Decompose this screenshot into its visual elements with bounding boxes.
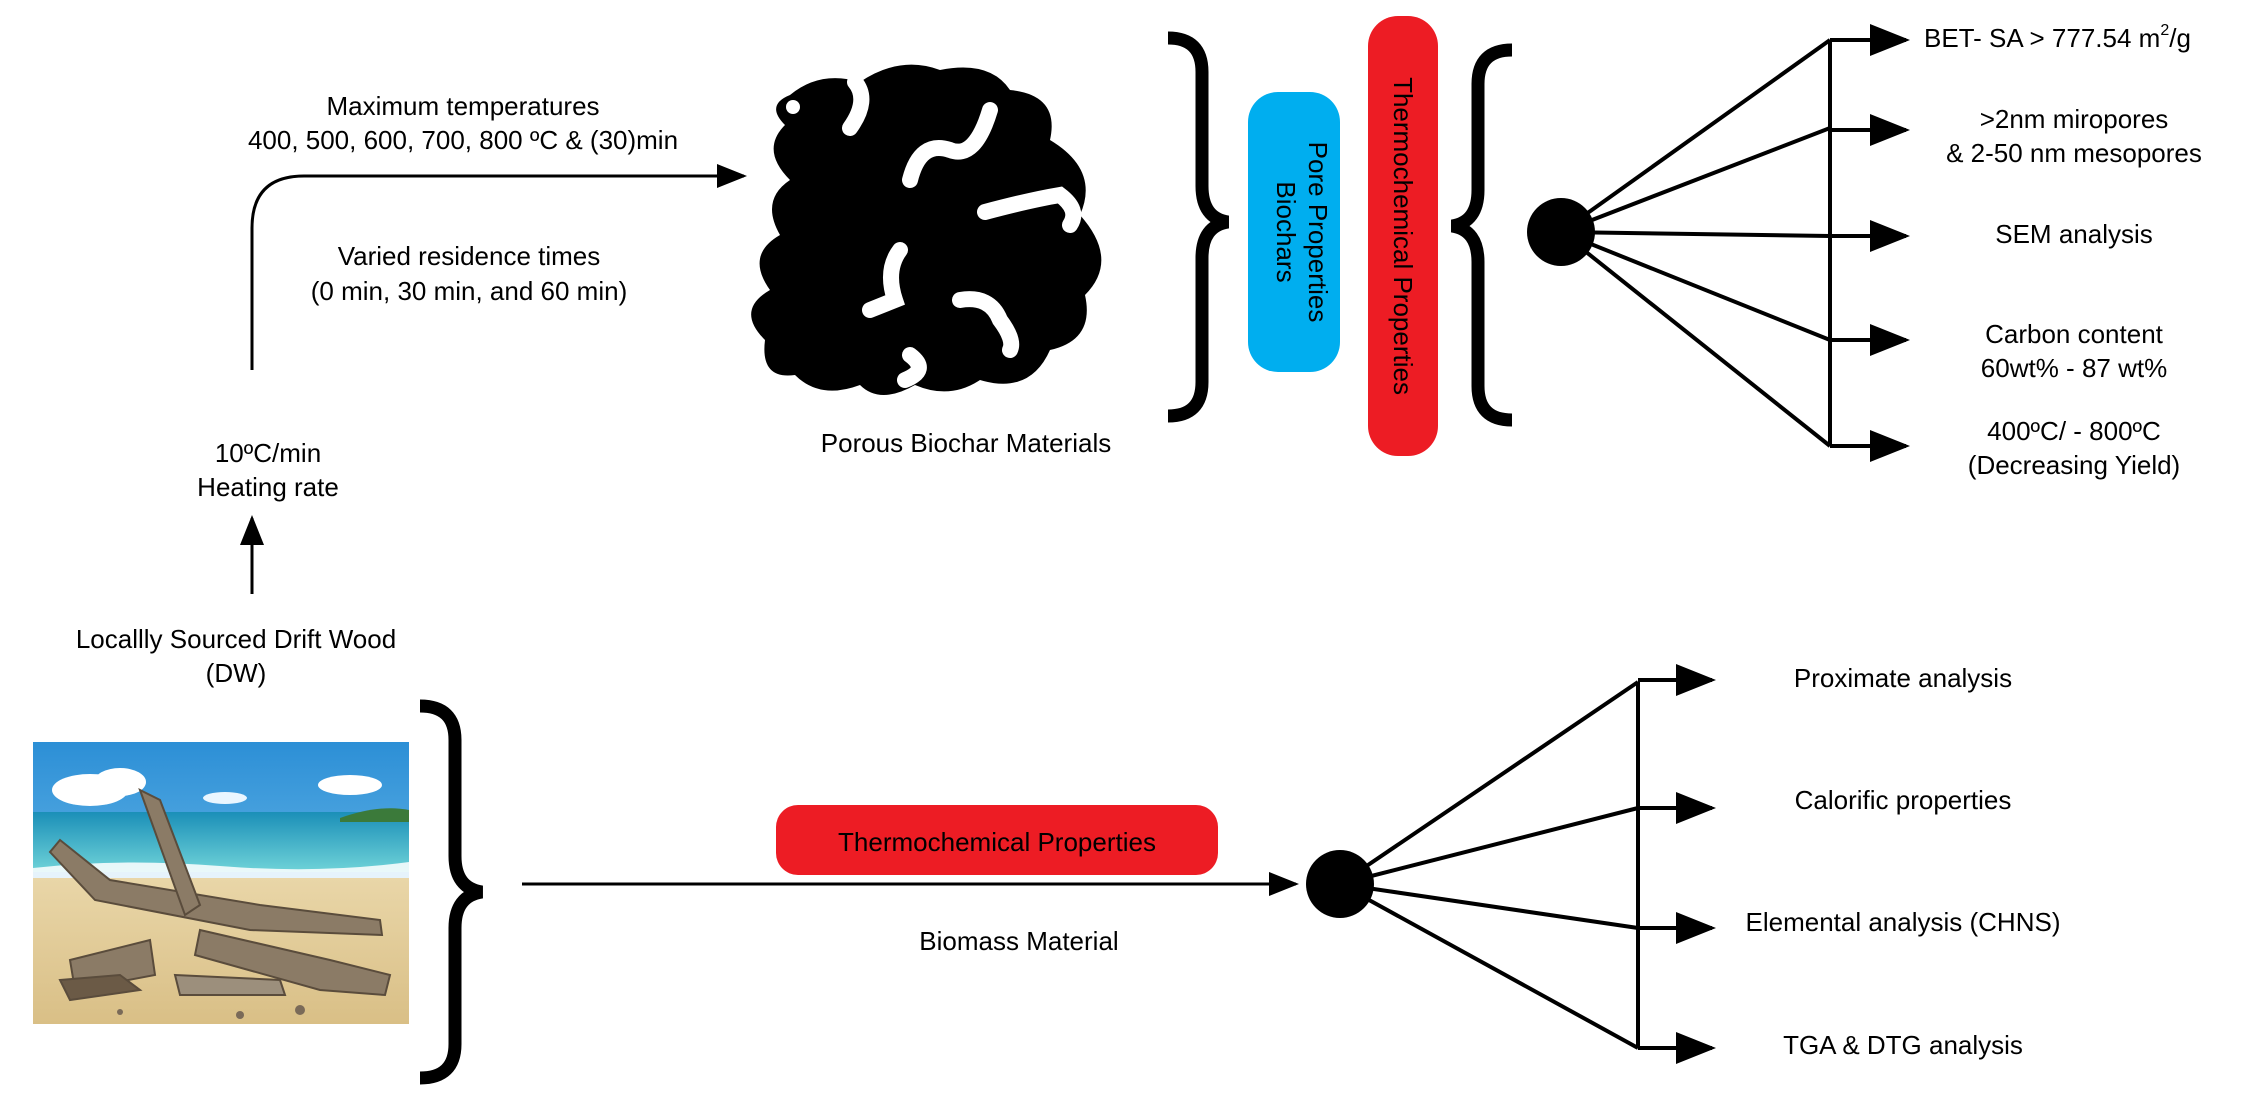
heating-rate-value: 10ºC/min [215, 438, 321, 468]
pore-properties-box [1248, 92, 1340, 372]
biochar-label: Porous Biochar Materials [821, 428, 1111, 458]
max-temp-label: Maximum temperatures [326, 91, 599, 121]
carbon-content-line2: 60wt% - 87 wt% [1981, 353, 2167, 383]
yield-line1: 400ºC/ - 800ºC [1987, 416, 2161, 446]
tga-dtg-analysis: TGA & DTG analysis [1783, 1030, 2023, 1060]
pore-properties-line2: Biochars [1271, 181, 1301, 282]
pores-line1: >2nm miropores [1980, 104, 2169, 134]
bet-surface-area: BET- SA > 777.54 m2/g [1924, 22, 2191, 53]
biochar-thermo-box [1368, 16, 1438, 456]
biochar-left-brace [1450, 43, 1513, 427]
max-temp-values: 400, 500, 600, 700, 800 ºC & (30)min [248, 125, 678, 155]
porous-biochar-icon [751, 64, 1102, 395]
biomass-thermo-box [776, 805, 1218, 875]
proximate-analysis: Proximate analysis [1794, 663, 2012, 693]
biochar-output-arrows [1830, 24, 1910, 462]
pores-line2: & 2-50 nm mesopores [1946, 138, 2202, 168]
source-label-line1: Locallly Sourced Drift Wood [76, 624, 396, 654]
carbon-content-line1: Carbon content [1985, 319, 2164, 349]
pore-properties-line1: Pore Properties [1303, 142, 1333, 323]
biochar-thermo-label: Thermochemical Properties [1388, 77, 1418, 395]
residence-values: (0 min, 30 min, and 60 min) [311, 276, 627, 306]
sem-analysis: SEM analysis [1995, 219, 2153, 249]
biochar-fan-lines [1559, 38, 1832, 448]
pyrolysis-curved-arrow [250, 164, 747, 370]
elemental-analysis: Elemental analysis (CHNS) [1746, 907, 2061, 937]
calorific-properties: Calorific properties [1795, 785, 2012, 815]
biomass-thermo-label: Thermochemical Properties [838, 827, 1156, 857]
yield-line2: (Decreasing Yield) [1968, 450, 2180, 480]
source-label-line2: (DW) [206, 658, 267, 688]
residence-label: Varied residence times [338, 241, 601, 271]
biomass-label: Biomass Material [919, 926, 1118, 956]
biomass-fan-lines [1338, 680, 1640, 1050]
heating-rate-label: Heating rate [197, 472, 339, 502]
biomass-right-brace [419, 699, 484, 1085]
biomass-output-arrows [1638, 664, 1716, 1064]
driftwood-beach-image [33, 742, 409, 1024]
biochar-right-brace [1167, 31, 1230, 423]
